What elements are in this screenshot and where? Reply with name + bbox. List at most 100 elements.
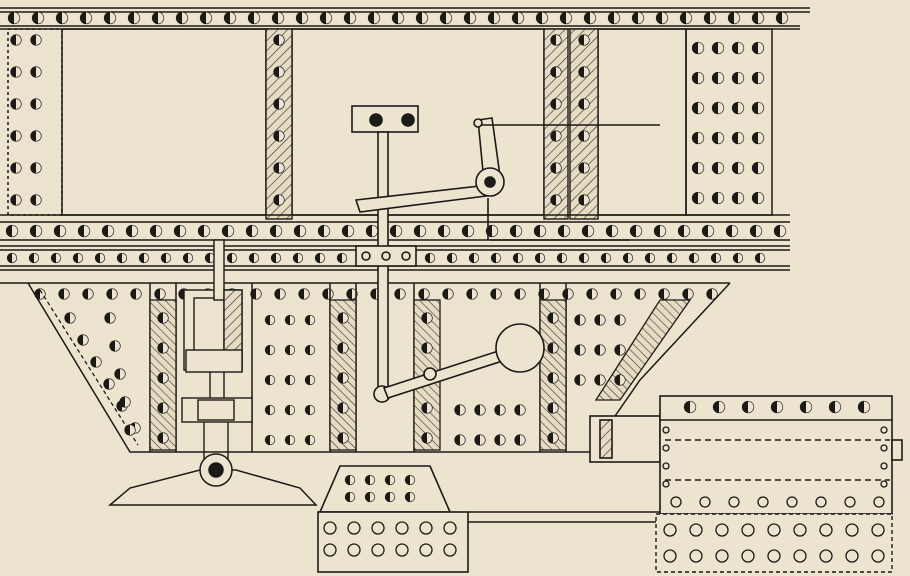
rivet bbox=[871, 523, 885, 537]
rivet-highlight bbox=[584, 99, 589, 109]
cylinder-rivets bbox=[662, 400, 888, 508]
rivet-highlight bbox=[780, 225, 786, 237]
rivet-highlight bbox=[136, 289, 141, 299]
rivet-highlight bbox=[620, 345, 625, 355]
rivet bbox=[845, 549, 859, 563]
rivet-highlight bbox=[279, 35, 284, 45]
rivet-highlight bbox=[78, 253, 83, 263]
rivet-highlight bbox=[628, 253, 633, 263]
rivet-highlight bbox=[56, 253, 61, 263]
rivet-highlight bbox=[664, 289, 669, 299]
rivet-highlight bbox=[350, 12, 356, 24]
rivet-highlight bbox=[712, 289, 717, 299]
rivet-highlight bbox=[684, 225, 690, 237]
rivet-highlight bbox=[556, 163, 561, 173]
rivet-highlight bbox=[472, 289, 477, 299]
rivet-highlight bbox=[16, 67, 21, 77]
rivet bbox=[880, 480, 888, 488]
rivet-highlight bbox=[474, 253, 479, 263]
rivet-highlight bbox=[100, 253, 105, 263]
rivet-highlight bbox=[718, 42, 724, 54]
rivet-highlight bbox=[254, 12, 260, 24]
rivet-highlight bbox=[36, 225, 42, 237]
rivet-highlight bbox=[694, 253, 699, 263]
rivet-highlight bbox=[568, 289, 573, 299]
rivet-highlight bbox=[310, 405, 315, 415]
rivet-highlight bbox=[556, 35, 561, 45]
rivet-highlight bbox=[36, 163, 41, 173]
rivet-highlight bbox=[600, 345, 605, 355]
rivet-highlight bbox=[34, 253, 39, 263]
rivet bbox=[880, 444, 888, 452]
rivet bbox=[419, 543, 433, 557]
rivet-highlight bbox=[252, 225, 258, 237]
rivet-highlight bbox=[279, 131, 284, 141]
rivet-highlight bbox=[310, 315, 315, 325]
rivet-highlight bbox=[422, 12, 428, 24]
rivet-highlight bbox=[584, 131, 589, 141]
rivet-highlight bbox=[120, 369, 125, 379]
rivet-highlight bbox=[756, 225, 762, 237]
rivet-highlight bbox=[718, 192, 724, 204]
rivet bbox=[844, 496, 856, 508]
top-flange-rivets bbox=[7, 11, 789, 25]
rivet bbox=[699, 496, 711, 508]
rivet-highlight bbox=[698, 42, 704, 54]
rivet-highlight bbox=[540, 225, 546, 237]
rivet-highlight bbox=[396, 225, 402, 237]
rivet bbox=[689, 523, 703, 537]
rivet-highlight bbox=[584, 35, 589, 45]
rivet-highlight bbox=[36, 67, 41, 77]
rivet-highlight bbox=[758, 42, 764, 54]
rivet-highlight bbox=[636, 225, 642, 237]
rivet-highlight bbox=[343, 313, 348, 323]
rivet-highlight bbox=[612, 225, 618, 237]
rivet-highlight bbox=[86, 12, 92, 24]
rivet-highlight bbox=[400, 289, 405, 299]
rivet-highlight bbox=[163, 313, 168, 323]
rivet-highlight bbox=[638, 12, 644, 24]
hydraulic-cylinder bbox=[589, 395, 903, 515]
rivet-highlight bbox=[460, 435, 465, 445]
rivet-highlight bbox=[782, 12, 788, 24]
rivet-highlight bbox=[254, 253, 259, 263]
rivet-highlight bbox=[500, 405, 505, 415]
rivet-highlight bbox=[553, 313, 558, 323]
rivet-highlight bbox=[16, 35, 21, 45]
rivet-highlight bbox=[310, 435, 315, 445]
rivet bbox=[793, 523, 807, 537]
rivet-highlight bbox=[112, 289, 117, 299]
rivet-highlight bbox=[738, 162, 744, 174]
rivet-highlight bbox=[279, 99, 284, 109]
rivet-highlight bbox=[718, 102, 724, 114]
rivet-highlight bbox=[36, 35, 41, 45]
rivet-highlight bbox=[758, 162, 764, 174]
rivet-highlight bbox=[544, 289, 549, 299]
rivet bbox=[323, 521, 337, 535]
rivet-highlight bbox=[163, 433, 168, 443]
rivet-highlight bbox=[492, 225, 498, 237]
rivet-highlight bbox=[163, 403, 168, 413]
rivet-highlight bbox=[480, 405, 485, 415]
rivet-highlight bbox=[230, 12, 236, 24]
bell-crank-lever bbox=[354, 117, 660, 241]
rivet-highlight bbox=[83, 335, 88, 345]
rivet-highlight bbox=[134, 12, 140, 24]
rivet bbox=[347, 543, 361, 557]
rivet-highlight bbox=[350, 492, 355, 502]
rivet-highlight bbox=[343, 343, 348, 353]
rivet-highlight bbox=[270, 375, 275, 385]
rivet-highlight bbox=[16, 195, 21, 205]
rivet-highlight bbox=[470, 12, 476, 24]
rivet-highlight bbox=[468, 225, 474, 237]
rivet-highlight bbox=[556, 99, 561, 109]
rivet-highlight bbox=[374, 12, 380, 24]
rivet-highlight bbox=[343, 433, 348, 443]
rivet-highlight bbox=[160, 289, 165, 299]
rivet-highlight bbox=[584, 253, 589, 263]
rivet bbox=[670, 496, 682, 508]
rivet-highlight bbox=[748, 401, 754, 413]
rivet-highlight bbox=[698, 162, 704, 174]
rivet-highlight bbox=[494, 12, 500, 24]
counterweight-arm bbox=[382, 323, 545, 399]
